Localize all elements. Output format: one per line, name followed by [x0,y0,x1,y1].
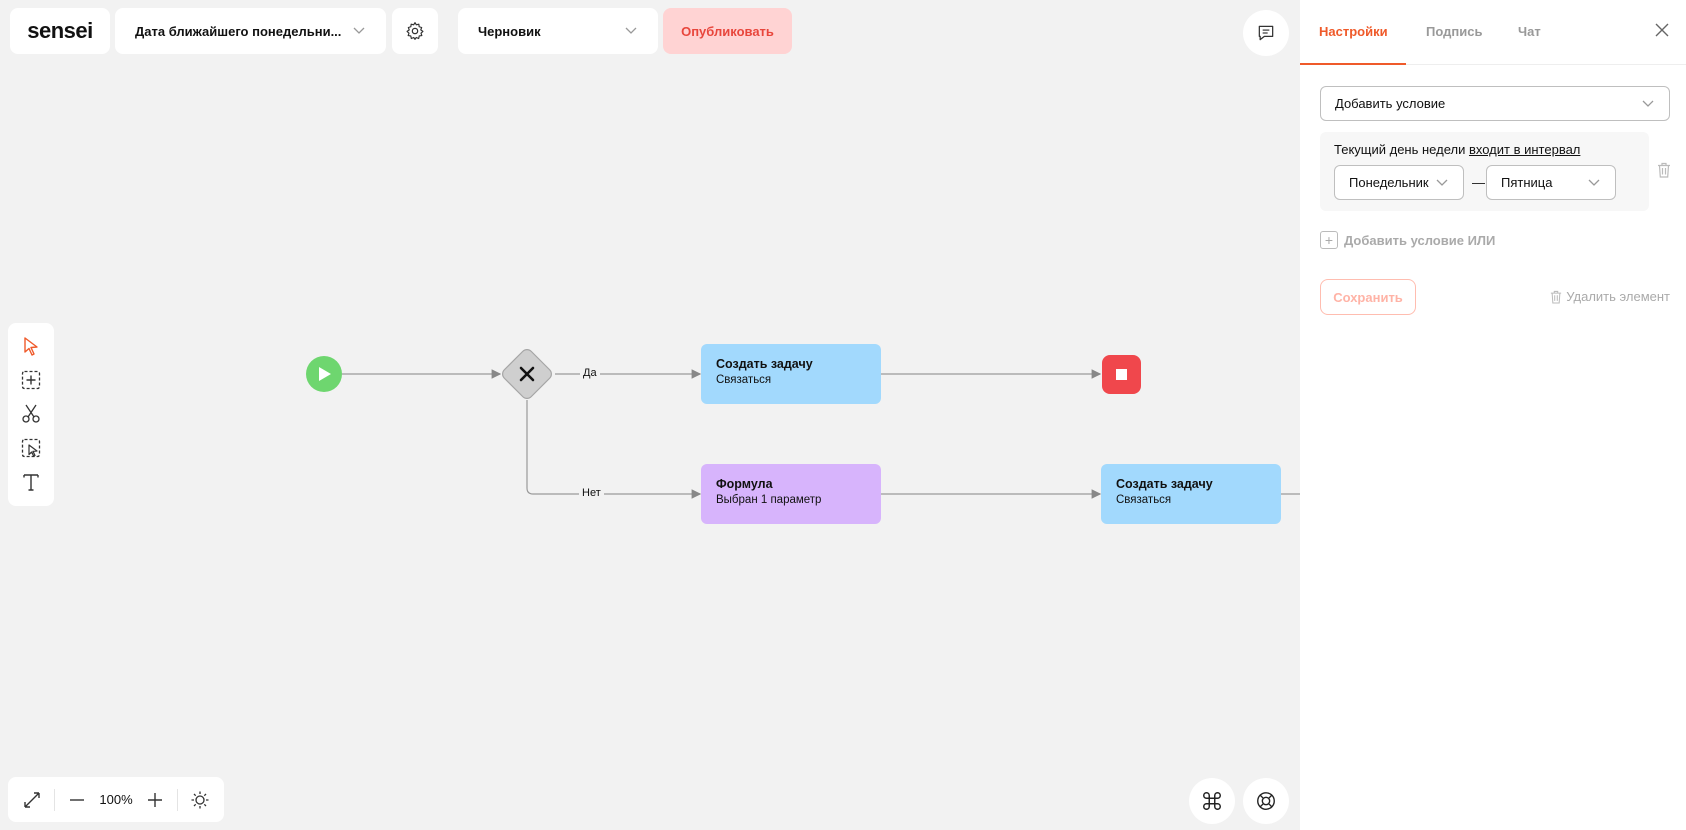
area-select-icon [21,438,41,458]
formula-node[interactable]: Формула Выбран 1 параметр [701,464,881,524]
tab-chat[interactable]: Чат [1518,24,1541,39]
delete-element-label: Удалить элемент [1566,289,1670,304]
day-to-select[interactable]: Пятница [1486,165,1616,200]
node-title: Создать задачу [716,357,813,371]
add-condition-select[interactable]: Добавить условие [1320,86,1670,121]
help-button[interactable] [1243,778,1289,824]
add-or-condition-button[interactable]: + Добавить условие ИЛИ [1320,231,1495,249]
shortcuts-button[interactable] [1189,778,1235,824]
chevron-down-icon [1587,176,1601,190]
text-icon [23,474,39,491]
condition-operator-link[interactable]: входит в интервал [1468,142,1581,157]
plus-icon [147,792,162,807]
edge-gateway-no [526,400,702,499]
process-name-select[interactable]: Дата ближайшего понедельни... [115,8,386,54]
chevron-down-icon [352,24,366,38]
node-subtitle: Выбран 1 параметр [716,494,822,506]
stop-icon [1116,369,1127,380]
zoom-in-button[interactable] [143,788,167,812]
day-from-select[interactable]: Понедельник [1334,165,1464,200]
delete-element-button[interactable]: Удалить элемент [1550,289,1670,304]
edge-label-yes: Да [580,367,600,379]
scissors-icon [22,404,40,423]
status-value: Черновик [478,23,541,39]
delete-condition-button[interactable] [1657,162,1673,178]
exclusive-gateway[interactable] [500,347,554,401]
task-node-create-task[interactable]: Создать задачу Связаться [701,344,881,404]
comments-button[interactable] [1243,10,1289,56]
active-tab-indicator [1300,63,1406,65]
edge-label-no: Нет [579,487,604,499]
zoom-level: 100% [99,792,133,807]
tab-settings[interactable]: Настройки [1319,24,1388,39]
save-button[interactable]: Сохранить [1320,279,1416,315]
condition-block: Текущий день недели входит в интервал По… [1320,132,1649,211]
gear-icon [406,22,424,40]
settings-button[interactable] [392,8,438,54]
day-to-value: Пятница [1501,175,1553,190]
chevron-down-icon [1435,176,1449,190]
process-canvas[interactable]: Да Нет Создать задачу Связаться Формула … [0,0,1300,830]
command-icon [1203,792,1221,810]
add-condition-label: Добавить условие [1335,96,1446,111]
process-name: Дата ближайшего понедельни... [135,23,342,39]
node-subtitle: Связаться [1116,494,1172,506]
close-panel-button[interactable] [1652,20,1672,40]
properties-panel: Настройки Подпись Чат Добавить условие Т… [1300,0,1686,830]
publish-button[interactable]: Опубликовать [663,8,792,54]
divider [54,788,56,811]
tab-signature[interactable]: Подпись [1426,24,1483,39]
close-x-icon [519,366,535,382]
condition-subject: Текущий день недели [1334,142,1466,157]
theme-toggle-button[interactable] [188,788,212,812]
zoom-bar: 100% [8,777,224,822]
area-select-tool[interactable] [19,437,43,459]
logo-text: sensei [27,18,93,43]
comment-icon [1258,25,1274,41]
node-title: Создать задачу [1116,477,1213,491]
plus-icon: + [1320,231,1338,249]
minus-icon [70,798,85,801]
select-tool[interactable] [19,335,43,357]
start-event[interactable] [306,356,342,392]
zoom-out-button[interactable] [65,788,89,812]
close-icon [1655,23,1669,37]
add-or-label: Добавить условие ИЛИ [1344,232,1496,248]
trash-icon [1551,290,1562,304]
chevron-down-icon [624,24,638,38]
logo[interactable]: sensei [10,8,110,54]
day-from-value: Понедельник [1349,175,1429,190]
pointer-icon [24,337,38,356]
canvas-edges [306,347,1300,499]
node-title: Формула [716,477,773,491]
task-node-create-task-2[interactable]: Создать задачу Связаться [1101,464,1281,524]
add-frame-icon [21,370,41,390]
range-dash: — [1472,175,1485,190]
chevron-down-icon [1641,97,1655,111]
add-element-tool[interactable] [19,369,43,391]
tools-toolbar [8,323,54,506]
lifebuoy-icon [1257,792,1275,810]
status-select[interactable]: Черновик [458,8,658,54]
panel-tabs: Настройки Подпись Чат [1300,0,1686,65]
text-tool[interactable] [19,471,43,493]
cut-tool[interactable] [19,403,43,425]
sun-icon [191,791,209,808]
expand-icon [24,791,40,808]
divider [176,788,178,811]
play-icon [319,367,331,381]
node-subtitle: Связаться [716,374,772,386]
condition-text: Текущий день недели входит в интервал [1334,142,1580,157]
trash-icon [1658,162,1670,178]
fit-screen-button[interactable] [20,788,44,812]
end-event[interactable] [1102,355,1141,394]
